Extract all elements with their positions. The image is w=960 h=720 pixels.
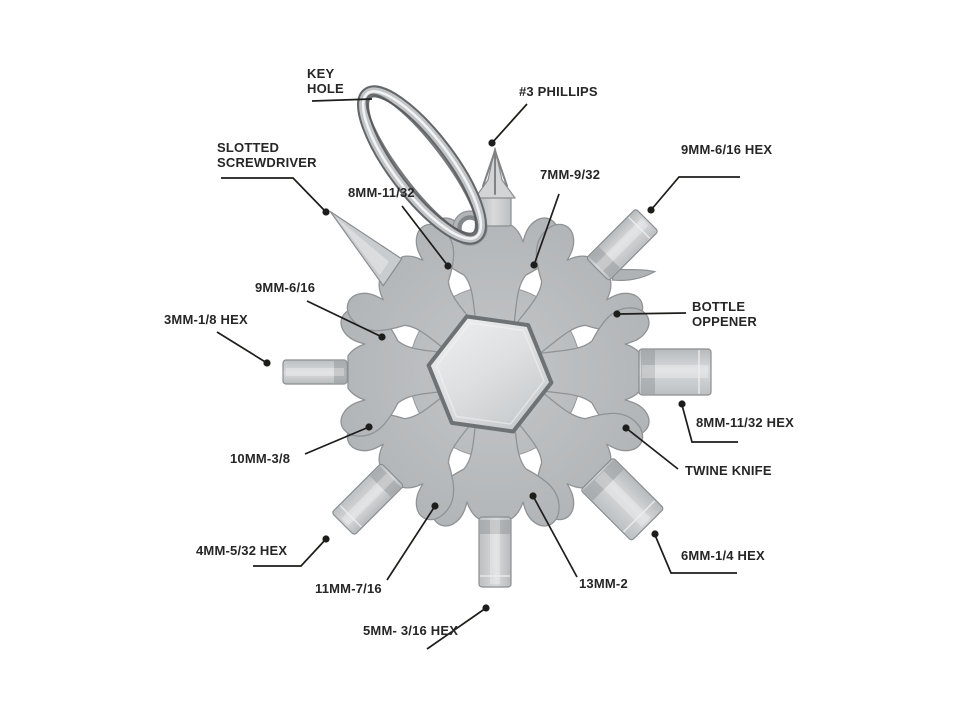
callout-wrench-13mm-2: 13MM-2 xyxy=(579,576,628,591)
leader-hex-9mm xyxy=(650,176,740,211)
leader-wrench-13mm xyxy=(532,495,578,578)
callout-wrench-10mm-3-8: 10MM-3/8 xyxy=(230,451,291,466)
leader-lines xyxy=(216,98,740,650)
callout-hex-6mm-1-4: 6MM-1/4 HEX xyxy=(681,548,765,563)
leader-twine-knife xyxy=(625,427,679,470)
callout-wrench-8mm-11-32: 8MM-11/32 xyxy=(348,185,415,200)
callout-slotted-screwdriver: SLOTTED SCREWDRIVER xyxy=(217,140,317,171)
callout-wrench-7mm-9-32: 7MM-9/32 xyxy=(540,167,601,182)
leader-wrench-10mm xyxy=(304,426,370,455)
hex-bit-3mm xyxy=(282,359,348,385)
callout-phillips-3: #3 PHILLIPS xyxy=(519,84,598,99)
callout-hex-5mm-3-16: 5MM- 3/16 HEX xyxy=(363,623,459,638)
leader-bottle-opener xyxy=(617,312,687,315)
leader-wrench-7mm xyxy=(533,193,560,266)
hex-bit-5mm xyxy=(478,516,512,588)
callout-twine-knife: TWINE KNIFE xyxy=(685,463,772,478)
leader-key-hole xyxy=(311,98,373,102)
leader-wrench-9mm xyxy=(306,300,383,338)
leader-wrench-8mm xyxy=(401,205,449,267)
leader-hex-8mm xyxy=(681,404,738,443)
snowflake-multitool xyxy=(282,147,712,588)
leader-hex-3mm xyxy=(216,331,268,364)
hex-bit-8mm xyxy=(638,348,712,396)
leader-dots xyxy=(263,139,686,612)
leader-phillips xyxy=(491,103,528,144)
callout-key-hole: KEY HOLE xyxy=(307,66,344,97)
center-hex-socket xyxy=(426,314,554,434)
leader-hex-6mm xyxy=(654,534,737,574)
callout-wrench-9mm-6-16: 9MM-6/16 xyxy=(255,280,316,295)
callout-hex-8mm-11-32: 8MM-11/32 HEX xyxy=(696,415,794,430)
callout-hex-9mm-6-16: 9MM-6/16 HEX xyxy=(681,142,773,157)
callout-wrench-11mm-7-16: 11MM-7/16 xyxy=(315,581,382,596)
leader-slotted xyxy=(221,177,327,213)
callout-bottle-opener: BOTTLE OPPENER xyxy=(692,299,757,330)
callout-hex-4mm-5-32: 4MM-5/32 HEX xyxy=(196,543,288,558)
leader-hex-5mm xyxy=(426,607,487,650)
callout-hex-3mm-1-8: 3MM-1/8 HEX xyxy=(164,312,248,327)
key-ring xyxy=(357,85,487,245)
leader-wrench-11mm xyxy=(386,505,436,581)
leader-hex-4mm xyxy=(253,538,327,567)
bottle-opener-hook xyxy=(611,268,657,282)
